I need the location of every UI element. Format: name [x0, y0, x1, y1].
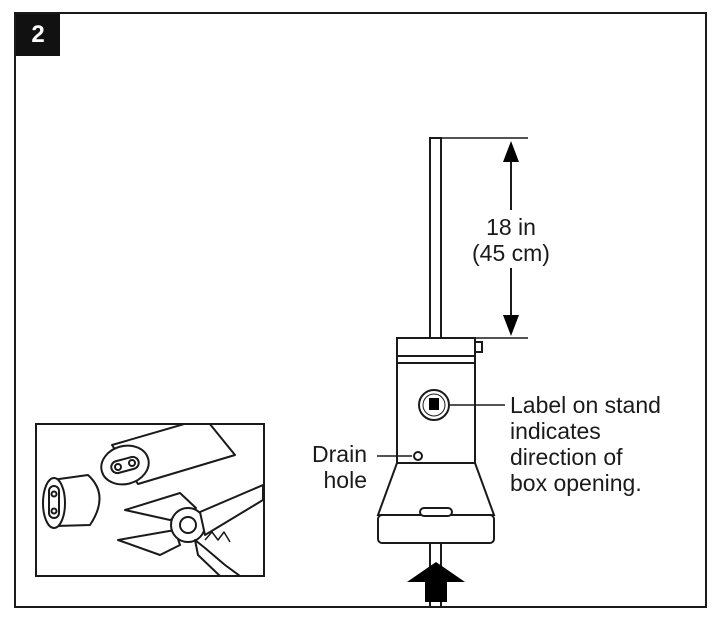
diagram-frame [14, 12, 707, 608]
stand-label-line1: Label on stand [510, 392, 661, 418]
cut-pipe-icon [100, 425, 236, 486]
dimension-arrow [503, 141, 519, 336]
stand-cap [396, 337, 483, 364]
measurement-label-line1: 18 in [486, 214, 536, 240]
upward-arrow-icon [407, 562, 465, 602]
stand-label-line4: box opening. [510, 470, 642, 496]
pipe-cutting-inset [35, 423, 265, 577]
pipe-end-piece-icon [42, 474, 101, 529]
drain-label-line2: hole [324, 467, 367, 493]
stand-label-line2: indicates [510, 418, 601, 444]
stand-label-line3: direction of [510, 444, 623, 470]
step-number-badge: 2 [16, 14, 60, 56]
wire-cutter-icon [117, 484, 263, 575]
drain-hole [413, 451, 423, 461]
stand-base [376, 462, 496, 544]
measurement-label-line2: (45 cm) [472, 240, 550, 266]
drain-label-line1: Drain [312, 441, 367, 467]
top-pipe [429, 137, 442, 339]
stand-label-icon [418, 389, 450, 421]
